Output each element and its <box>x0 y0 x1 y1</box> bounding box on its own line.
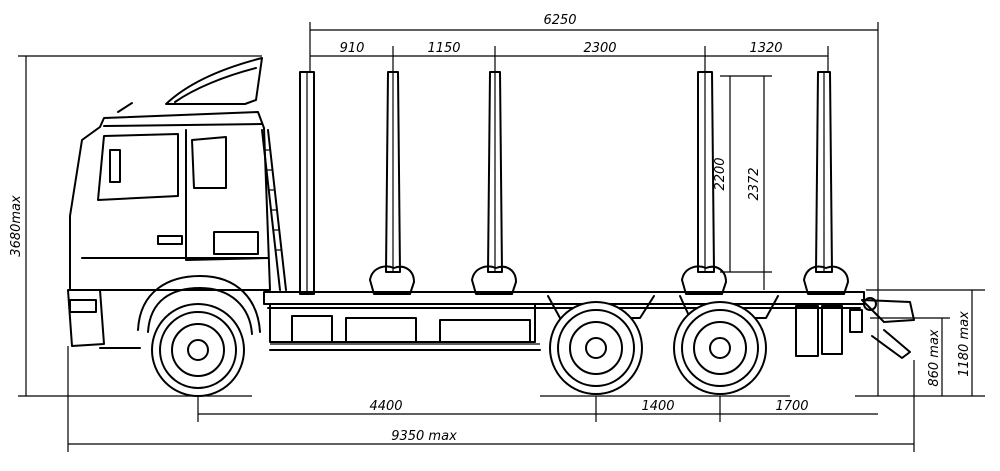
dim-tandem-spacing: 1400 <box>641 399 674 414</box>
dim-overall-length: 9350 max <box>391 429 457 444</box>
rear-wheel-2 <box>673 301 767 395</box>
dim-stake-gap-4: 1320 <box>749 41 782 56</box>
dim-stake-gap-1: 910 <box>340 41 365 56</box>
dim-stake-gap-2: 1150 <box>427 41 460 56</box>
dim-coupling-height: 860 max <box>927 329 942 387</box>
dim-rear-overhang: 1700 <box>775 399 808 414</box>
dim-wheelbase: 4400 <box>369 399 402 414</box>
stakes <box>369 71 849 295</box>
dimension-lines <box>18 22 985 452</box>
dim-stake-height-outer: 2372 <box>747 167 762 200</box>
stake-3 <box>681 71 727 295</box>
dim-stake-height-inner: 2200 <box>713 157 728 190</box>
dim-stake-gap-3: 2300 <box>583 41 616 56</box>
stake-4 <box>803 71 849 295</box>
stake-1 <box>369 71 415 295</box>
headboard <box>299 71 315 295</box>
dim-overall-body-length: 6250 <box>543 13 576 28</box>
chassis-frame <box>263 291 915 359</box>
dim-frame-height: 1180 max <box>957 311 972 377</box>
stake-2 <box>471 71 517 295</box>
rear-wheel-1 <box>549 301 643 395</box>
dim-overall-height: 3680max <box>9 195 24 257</box>
front-wheel <box>151 303 245 397</box>
truck-cab <box>67 57 287 349</box>
dimension-labels: 6250 910 1150 2300 1320 2200 2372 3680ma… <box>9 13 972 444</box>
